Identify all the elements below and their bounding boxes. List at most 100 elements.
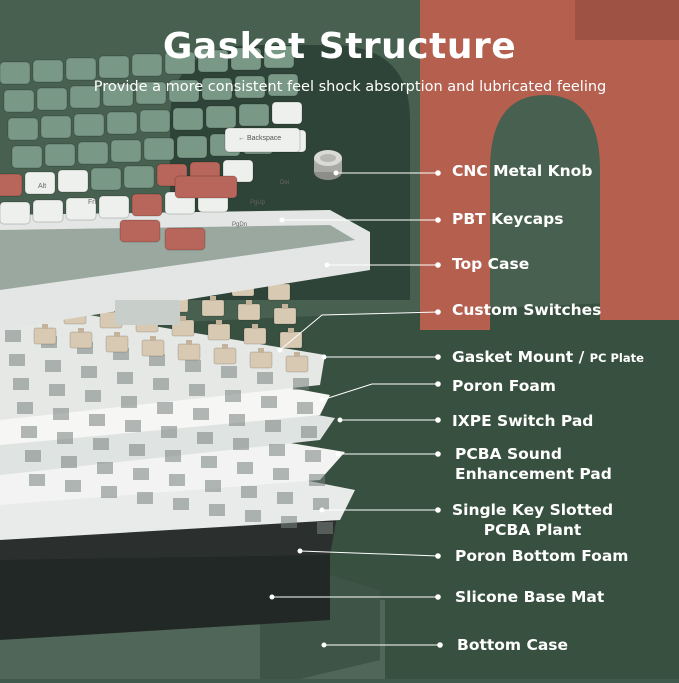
keycap-legend-fn: Fn xyxy=(88,199,96,206)
keycap xyxy=(40,115,72,139)
label-top-case: Top Case xyxy=(452,255,530,273)
plate-hole xyxy=(237,462,253,474)
keycap xyxy=(168,79,200,103)
plate-hole xyxy=(153,378,169,390)
keycap xyxy=(106,111,138,135)
leader-line xyxy=(299,550,439,557)
plate-hole xyxy=(221,366,237,378)
plate-hole xyxy=(5,330,21,342)
plate-hole xyxy=(29,474,45,486)
plate-hole xyxy=(53,408,69,420)
leader-dot xyxy=(333,170,339,176)
label-gasket-mount-sub: PC Plate xyxy=(589,351,644,365)
plate-hole xyxy=(241,486,257,498)
keycap xyxy=(234,75,266,99)
plate-hole xyxy=(165,450,181,462)
switch-stem xyxy=(282,304,288,309)
plate-hole xyxy=(225,390,241,402)
keycap-arrow xyxy=(164,227,206,251)
keycap xyxy=(135,81,167,105)
plate-hole xyxy=(169,474,185,486)
keycap xyxy=(263,45,295,69)
leader-line xyxy=(279,311,439,351)
plate-hole xyxy=(61,456,77,468)
keycap xyxy=(131,193,163,217)
leader-end-dot xyxy=(435,262,441,268)
switch xyxy=(33,327,57,345)
keycap-legend-alt: Alt xyxy=(38,183,46,190)
keycap xyxy=(102,83,134,107)
label-poron-foam: Poron Foam xyxy=(452,377,556,395)
keycap-legend-del: Del xyxy=(280,180,289,186)
switch-stem xyxy=(216,320,222,325)
leader-end-dot xyxy=(435,354,441,360)
plate-hole xyxy=(273,468,289,480)
label-custom-switches: Custom Switches xyxy=(452,301,602,319)
keycap xyxy=(65,197,97,221)
switch-stem xyxy=(186,340,192,345)
switch xyxy=(267,283,291,301)
plate-hole xyxy=(121,396,137,408)
keycap xyxy=(0,173,23,197)
plate-hole xyxy=(245,510,261,522)
switch xyxy=(69,331,93,349)
leader-end-dot xyxy=(435,594,441,600)
plate-hole xyxy=(189,384,205,396)
keycap xyxy=(7,117,39,141)
switch-stem xyxy=(180,316,186,321)
terracotta-arch xyxy=(420,0,679,330)
plate-hole xyxy=(233,438,249,450)
keycap xyxy=(0,61,31,85)
leader-dot xyxy=(335,451,341,457)
switch-stem xyxy=(258,348,264,353)
plate-hole xyxy=(185,360,201,372)
plate-hole xyxy=(317,522,333,534)
switch-stem xyxy=(150,336,156,341)
keycap xyxy=(32,199,64,223)
keycap xyxy=(36,87,68,111)
plate-hole xyxy=(157,402,173,414)
label-gasket-mount: Gasket Mount / PC Plate xyxy=(452,347,644,368)
leader-dot xyxy=(321,354,327,360)
keycap xyxy=(238,103,270,127)
plate-hole xyxy=(133,468,149,480)
keycap xyxy=(65,57,97,81)
plate-hole xyxy=(229,414,245,426)
keycap xyxy=(172,107,204,131)
plate-hole xyxy=(293,378,309,390)
switch-stem xyxy=(114,332,120,337)
plate-hole xyxy=(45,360,61,372)
label-cnc-metal-knob: CNC Metal Knob xyxy=(452,162,593,180)
plate-hole xyxy=(313,498,329,510)
keycap xyxy=(230,47,262,71)
keycap xyxy=(197,49,229,73)
plate-hole xyxy=(257,372,273,384)
plate-hole xyxy=(277,492,293,504)
switch-stem xyxy=(78,328,84,333)
leader-dot xyxy=(279,217,285,223)
label-poron-bottom-foam: Poron Bottom Foam xyxy=(455,547,629,565)
leader-dot xyxy=(324,262,330,268)
label-pbt-keycaps: PBT Keycaps xyxy=(452,210,564,228)
switch xyxy=(285,355,309,373)
keycap xyxy=(0,201,31,225)
keycap xyxy=(11,145,43,169)
switch-stem xyxy=(246,300,252,305)
keycap xyxy=(123,165,155,189)
plate-hole xyxy=(197,432,213,444)
leader-dot xyxy=(321,642,327,648)
label-single-key-slotted: Single Key Slotted PCBA Plant xyxy=(452,501,614,539)
plate-holes xyxy=(5,330,333,534)
keycap xyxy=(69,85,101,109)
plate-hole xyxy=(129,444,145,456)
switch xyxy=(213,347,237,365)
keycap-legend-pgdn: PgDn xyxy=(232,222,247,228)
leader-end-dot xyxy=(435,170,441,176)
keycap xyxy=(90,167,122,191)
keycap xyxy=(98,195,130,219)
plate-hole xyxy=(101,486,117,498)
switch-stem xyxy=(288,328,294,333)
plate-hole xyxy=(125,420,141,432)
